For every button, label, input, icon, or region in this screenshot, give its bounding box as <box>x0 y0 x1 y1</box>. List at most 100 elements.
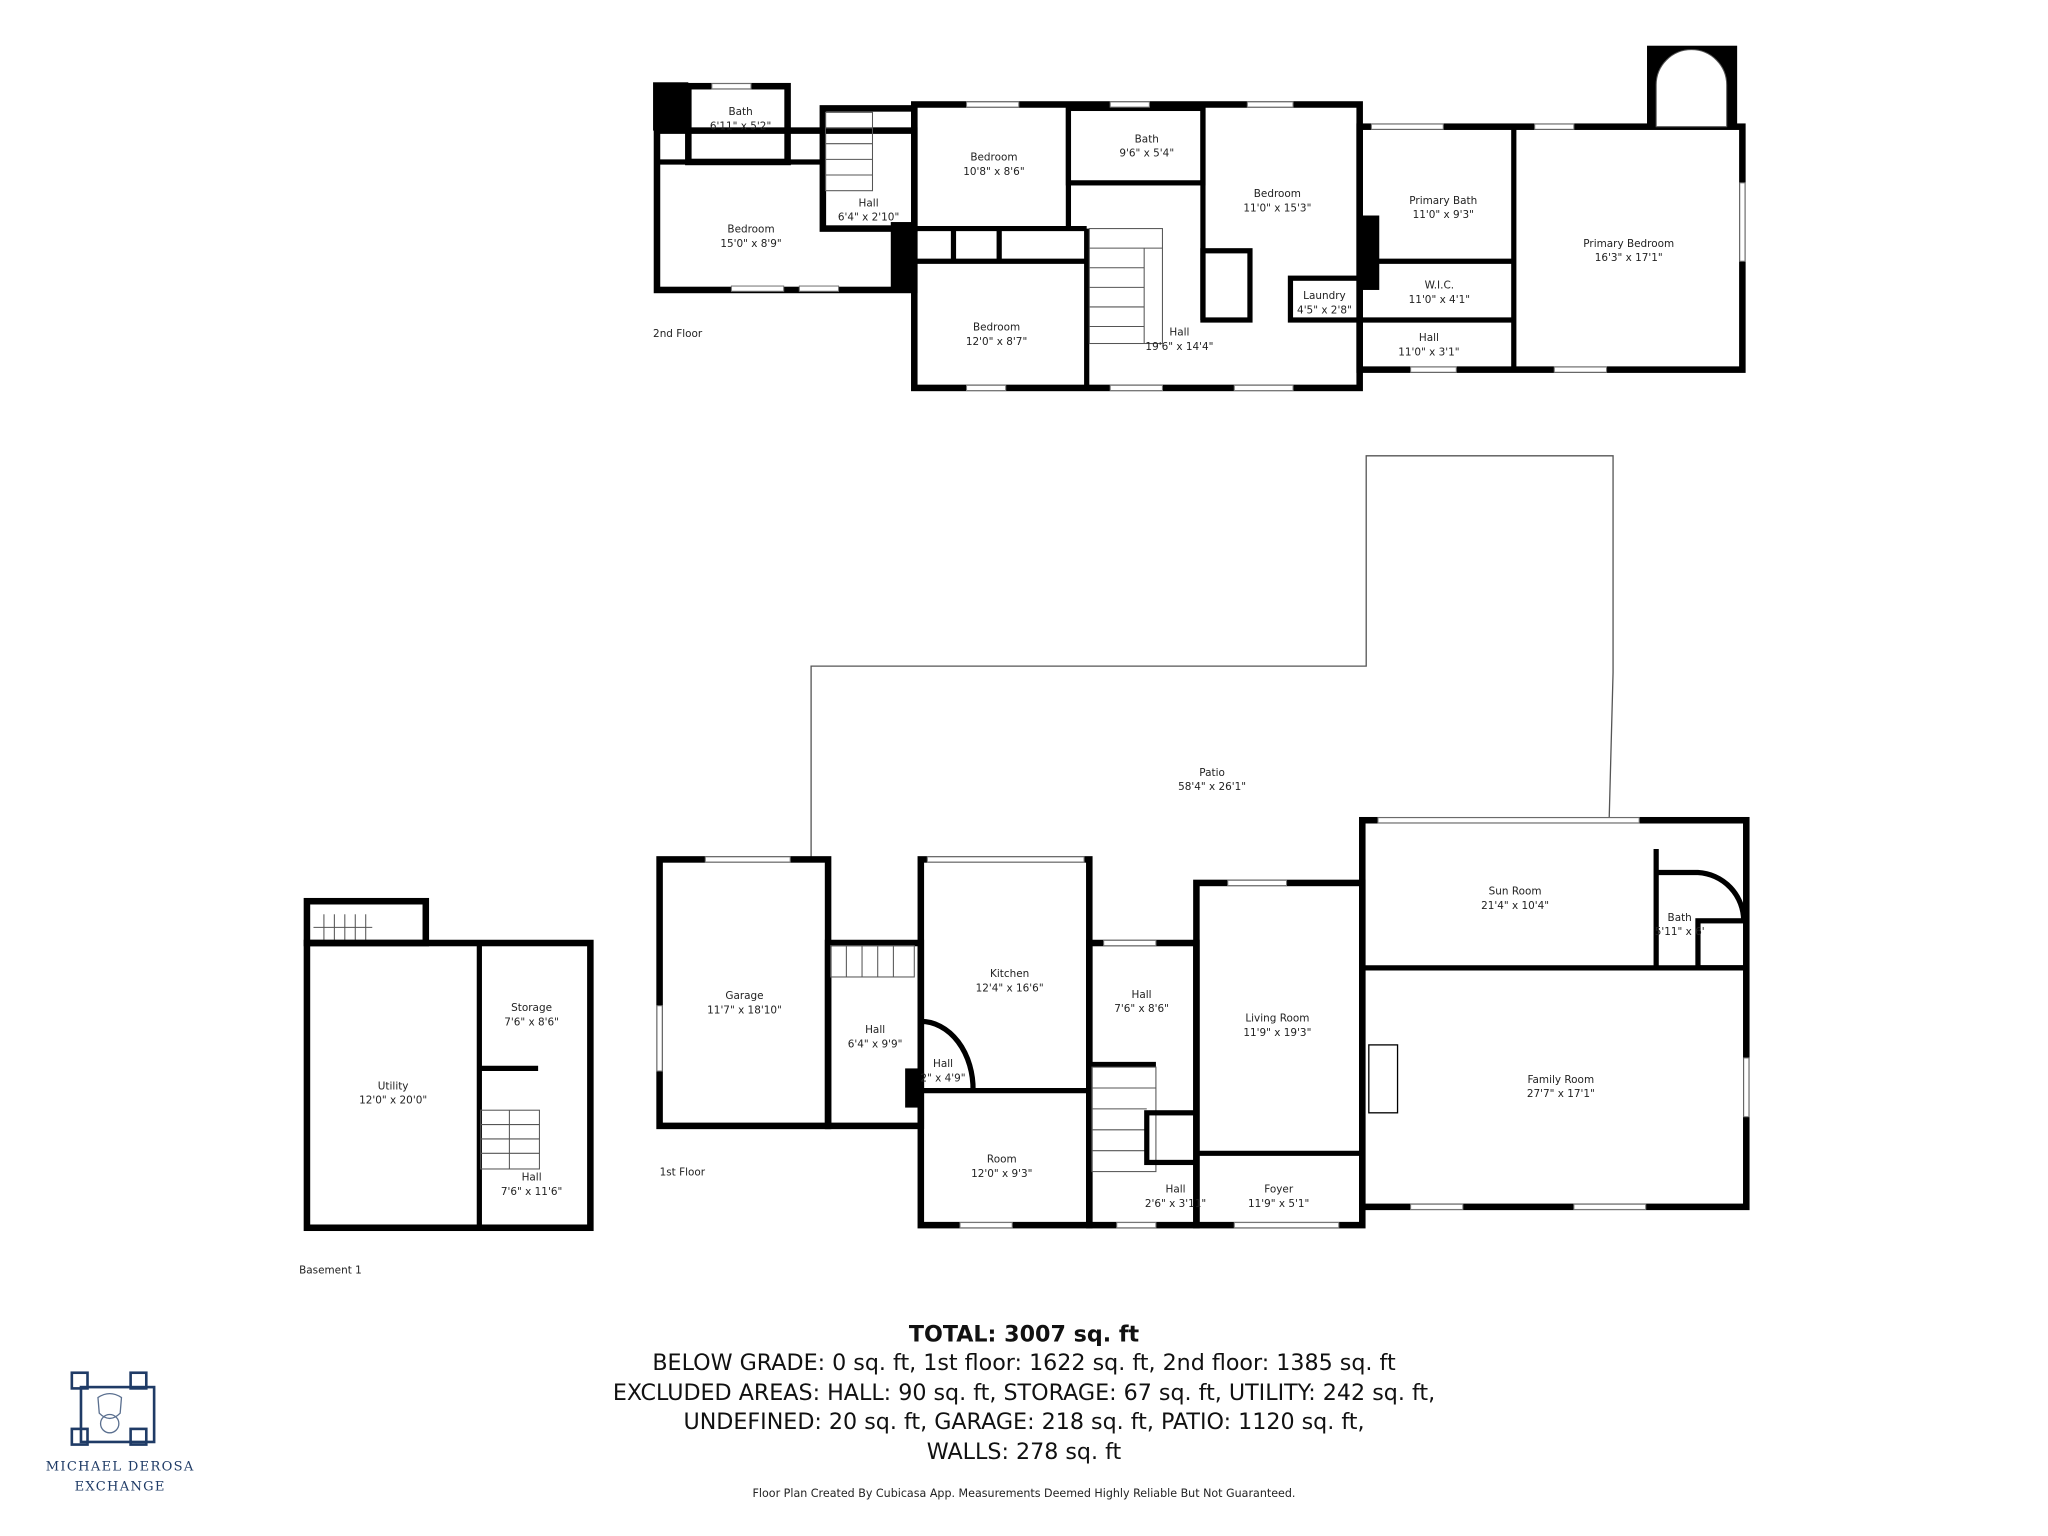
room-dimensions: 11'0" x 9'3" <box>1413 209 1474 221</box>
room-dimensions: 2" x 4'9" <box>920 1072 965 1084</box>
room-label: Bedroom 10'8" x 8'6" <box>963 152 1024 178</box>
room-label: W.I.C. 11'0" x 4'1" <box>1409 280 1470 306</box>
room-dimensions: 12'4" x 16'6" <box>976 982 1044 994</box>
floor-label-basement: Basement 1 <box>299 1264 362 1276</box>
basement-plan <box>303 897 594 1232</box>
room-label: Primary Bedroom 16'3" x 17'1" <box>1583 238 1674 264</box>
room-name: Hall <box>1169 327 1189 339</box>
room-dimensions: 7'6" x 11'6" <box>501 1186 562 1198</box>
room-label: Room 12'0" x 9'3" <box>971 1153 1032 1179</box>
room-name: Patio <box>1199 767 1225 779</box>
room-name: Family Room <box>1527 1074 1594 1086</box>
room-dimensions: 11'0" x 15'3" <box>1243 203 1311 215</box>
room-dimensions: 16'3" x 17'1" <box>1595 252 1663 264</box>
room-dimensions: 11'9" x 5'1" <box>1248 1198 1309 1210</box>
room-label: Hall 6'4" x 9'9" <box>848 1024 903 1050</box>
room-name: Bath <box>728 106 752 118</box>
logo-text-line-2: EXCHANGE <box>75 1479 166 1494</box>
room-name: Bedroom <box>970 152 1017 164</box>
room-name: Hall <box>1132 989 1152 1001</box>
room-label: Hall 11'0" x 3'1" <box>1398 332 1459 358</box>
lion-door-knocker-icon <box>97 1392 123 1434</box>
first-floor-plan <box>656 816 1750 1229</box>
room-name: Foyer <box>1264 1183 1294 1195</box>
floor-label-second: 2nd Floor <box>653 328 703 340</box>
room-label: Bath 6'11" x 5'2" <box>710 106 771 132</box>
room-dimensions: 9'6" x 5'4" <box>1119 148 1174 160</box>
room-name: Primary Bedroom <box>1583 238 1674 250</box>
room-name: Primary Bath <box>1409 195 1477 207</box>
room-label: Bedroom 15'0" x 8'9" <box>720 223 781 249</box>
company-logo: MICHAEL DEROSA EXCHANGE <box>46 1371 195 1494</box>
room-dimensions: 11'0" x 4'1" <box>1409 294 1470 306</box>
room-name: Hall <box>1165 1183 1185 1195</box>
summary-line-1: BELOW GRADE: 0 sq. ft, 1st floor: 1622 s… <box>652 1350 1396 1376</box>
room-name: Bedroom <box>1254 188 1301 200</box>
room-dimensions: 19'6" x 14'4" <box>1145 341 1213 353</box>
room-dimensions: 4'5" x 2'8" <box>1297 304 1352 316</box>
room-label: Hall 2'6" x 3'11" <box>1145 1183 1206 1209</box>
room-label: Hall 6'4" x 2'10" <box>838 197 899 223</box>
floor-label-first: 1st Floor <box>660 1167 706 1179</box>
room-dimensions: 27'7" x 17'1" <box>1527 1088 1595 1100</box>
room-name: Hall <box>933 1058 953 1070</box>
room-dimensions: 2'6" x 3'11" <box>1145 1198 1206 1210</box>
summary-line-2: EXCLUDED AREAS: HALL: 90 sq. ft, STORAGE… <box>613 1380 1435 1406</box>
room-label: Primary Bath 11'0" x 9'3" <box>1409 195 1477 221</box>
room-name: Bedroom <box>727 223 774 235</box>
room-dimensions: 11'0" x 3'1" <box>1398 346 1459 358</box>
room-label: Bedroom 11'0" x 15'3" <box>1243 188 1311 214</box>
room-dimensions: 6'4" x 9'9" <box>848 1039 903 1051</box>
room-name: Hall <box>859 197 879 209</box>
room-name: Bedroom <box>973 321 1020 333</box>
room-name: Living Room <box>1245 1012 1309 1024</box>
room-dimensions: 6'11" x 5'2" <box>710 120 771 132</box>
room-dimensions: 11'7" x 18'10" <box>707 1005 782 1017</box>
room-dimensions: 21'4" x 10'4" <box>1481 900 1549 912</box>
room-dimensions: 12'0" x 9'3" <box>971 1168 1032 1180</box>
room-label: Hall 2" x 4'9" <box>920 1058 965 1084</box>
room-name: Kitchen <box>990 968 1029 980</box>
room-label: Bath 9'6" x 5'4" <box>1119 133 1174 159</box>
room-label: Storage 7'6" x 8'6" <box>504 1002 559 1028</box>
room-label: Bath 5'11" x 6' <box>1655 912 1705 938</box>
room-label: Kitchen 12'4" x 16'6" <box>976 968 1044 994</box>
room-label: Garage 11'7" x 18'10" <box>707 990 782 1016</box>
second-floor-plan <box>653 45 1746 392</box>
room-name: Utility <box>378 1080 409 1092</box>
footer-disclaimer: Floor Plan Created By Cubicasa App. Meas… <box>753 1487 1296 1500</box>
room-name: Garage <box>725 990 763 1002</box>
room-name: Hall <box>865 1024 885 1036</box>
room-dimensions: 12'0" x 20'0" <box>359 1095 427 1107</box>
room-name: Storage <box>511 1002 552 1014</box>
patio-outline <box>810 455 1614 863</box>
room-name: Laundry <box>1303 290 1346 302</box>
room-label: Laundry 4'5" x 2'8" <box>1297 290 1352 316</box>
room-name: W.I.C. <box>1425 280 1454 292</box>
room-name: Bath <box>1668 912 1692 924</box>
summary-line-4: WALLS: 278 sq. ft <box>927 1439 1122 1465</box>
room-label: Hall 19'6" x 14'4" <box>1145 327 1213 353</box>
room-dimensions: 11'9" x 19'3" <box>1243 1027 1311 1039</box>
room-name: Room <box>987 1153 1017 1165</box>
room-dimensions: 7'6" x 8'6" <box>504 1016 559 1028</box>
room-label: Bedroom 12'0" x 8'7" <box>966 321 1027 347</box>
room-label: Patio 58'4" x 26'1" <box>1178 767 1246 793</box>
summary-line-3: UNDEFINED: 20 sq. ft, GARAGE: 218 sq. ft… <box>683 1409 1364 1435</box>
room-dimensions: 5'11" x 6' <box>1655 926 1705 938</box>
room-dimensions: 7'6" x 8'6" <box>1114 1003 1169 1015</box>
room-dimensions: 10'8" x 8'6" <box>963 166 1024 178</box>
room-name: Hall <box>1419 332 1439 344</box>
room-dimensions: 58'4" x 26'1" <box>1178 781 1246 793</box>
room-dimensions: 6'4" x 2'10" <box>838 212 899 224</box>
room-dimensions: 12'0" x 8'7" <box>966 336 1027 348</box>
room-label: Hall 7'6" x 8'6" <box>1114 989 1169 1015</box>
room-label: Utility 12'0" x 20'0" <box>359 1080 427 1106</box>
room-dimensions: 15'0" x 8'9" <box>720 238 781 250</box>
room-labels: Bath 6'11" x 5'2" Bedroom 15'0" x 8'9" Hall 6… <box>359 106 1704 1210</box>
logo-text-line-1: MICHAEL DEROSA <box>46 1460 195 1475</box>
room-name: Bath <box>1135 133 1159 145</box>
